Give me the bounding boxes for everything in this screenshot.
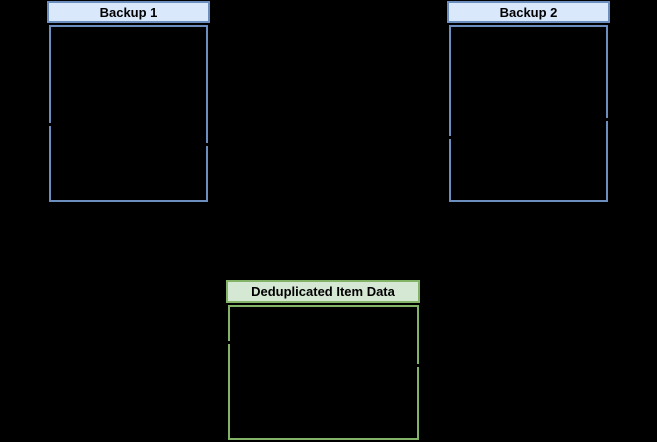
backup1-right-anchor-tick bbox=[204, 143, 212, 146]
backup2-body bbox=[449, 25, 608, 202]
dedup-left-anchor-tick bbox=[224, 341, 232, 344]
backup1-label: Backup 1 bbox=[99, 4, 158, 20]
backup1-header: Backup 1 bbox=[47, 1, 210, 23]
dedup-body bbox=[228, 305, 419, 440]
dedup-label: Deduplicated Item Data bbox=[251, 284, 395, 299]
backup2-label: Backup 2 bbox=[499, 4, 558, 20]
backup2-header: Backup 2 bbox=[447, 1, 610, 23]
dedup-right-anchor-tick bbox=[415, 364, 423, 367]
dedup-header: Deduplicated Item Data bbox=[226, 280, 420, 303]
backup1-left-anchor-tick bbox=[44, 123, 52, 126]
backup2-left-anchor-tick bbox=[446, 136, 454, 139]
backup1-body bbox=[49, 25, 208, 202]
backup2-right-anchor-tick bbox=[604, 118, 612, 121]
